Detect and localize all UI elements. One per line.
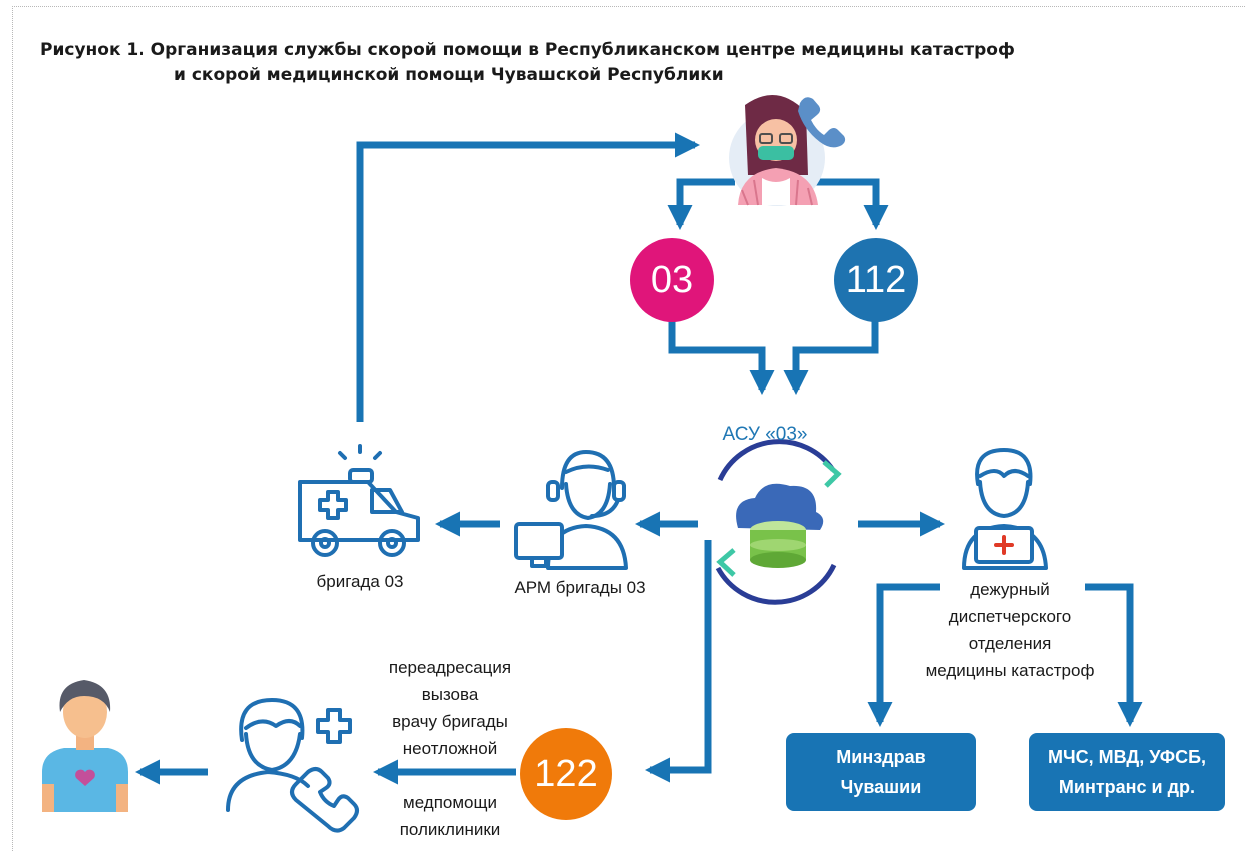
arrow-duty-to-minzdrav bbox=[867, 583, 940, 728]
ambulance-icon bbox=[298, 444, 420, 557]
redirect-line: неотложной bbox=[402, 739, 498, 758]
arrow-operator-to-03 bbox=[667, 178, 735, 231]
brigade-label: бригада 03 bbox=[316, 572, 404, 591]
redirect-label-bottom: медпомощи поликлиники bbox=[360, 789, 540, 843]
agencies-line: МЧС, МВД, УФСБ, bbox=[1047, 747, 1207, 767]
agencies-box: МЧС, МВД, УФСБ, Минтранс и др. bbox=[1029, 733, 1225, 811]
title-line-2: и скорой медицинской помощи Чувашской Ре… bbox=[174, 65, 724, 85]
arrow-brigade-to-operator bbox=[356, 132, 701, 422]
redirect-line: медпомощи bbox=[403, 793, 497, 812]
duty-officer-label: дежурный диспетчерского отделения медици… bbox=[920, 576, 1100, 684]
number-112-circle: 112 bbox=[834, 238, 918, 322]
doctor-laptop-icon bbox=[962, 448, 1048, 570]
arrow-112-to-asu bbox=[783, 318, 879, 396]
minzdrav-line: Минздрав bbox=[836, 747, 926, 767]
agencies-line: Минтранс и др. bbox=[1058, 777, 1196, 797]
redirect-line: врачу бригады bbox=[392, 712, 508, 731]
number-03-circle: 03 bbox=[630, 238, 714, 322]
minzdrav-line: Чувашии bbox=[840, 777, 922, 797]
cloud-database-icon bbox=[715, 439, 842, 605]
duty-officer-line: диспетчерского bbox=[948, 607, 1072, 626]
arm-label: АРМ бригады 03 bbox=[514, 578, 646, 597]
title-line-1: Рисунок 1. Организация службы скорой пом… bbox=[40, 40, 1015, 60]
asu-label: АСУ «03» bbox=[722, 424, 808, 445]
arrow-operator-to-112 bbox=[815, 178, 889, 231]
redirect-line: переадресация bbox=[388, 658, 512, 677]
redirect-label-top: переадресация вызова врачу бригады неотл… bbox=[360, 654, 540, 762]
arrow-asu-to-122 bbox=[644, 540, 712, 783]
redirect-line: поликлиники bbox=[399, 820, 501, 839]
duty-officer-line: дежурный bbox=[970, 580, 1050, 599]
figure-title: Рисунок 1. Организация службы скорой пом… bbox=[40, 38, 1190, 88]
duty-officer-line: медицины катастроф bbox=[925, 661, 1095, 680]
number-122-circle: 122 bbox=[520, 728, 612, 820]
doctor-phone-icon bbox=[226, 698, 359, 833]
duty-officer-line: отделения bbox=[968, 634, 1052, 653]
arrow-duty-to-agencies bbox=[1085, 583, 1143, 728]
dispatcher-headset-icon bbox=[514, 450, 628, 570]
arrow-03-to-asu bbox=[668, 318, 775, 396]
minzdrav-box: Минздрав Чувашии bbox=[786, 733, 976, 811]
figure-frame bbox=[12, 6, 1245, 851]
operator-woman-icon bbox=[729, 95, 846, 206]
redirect-line: вызова bbox=[421, 685, 479, 704]
patient-icon bbox=[42, 680, 128, 812]
